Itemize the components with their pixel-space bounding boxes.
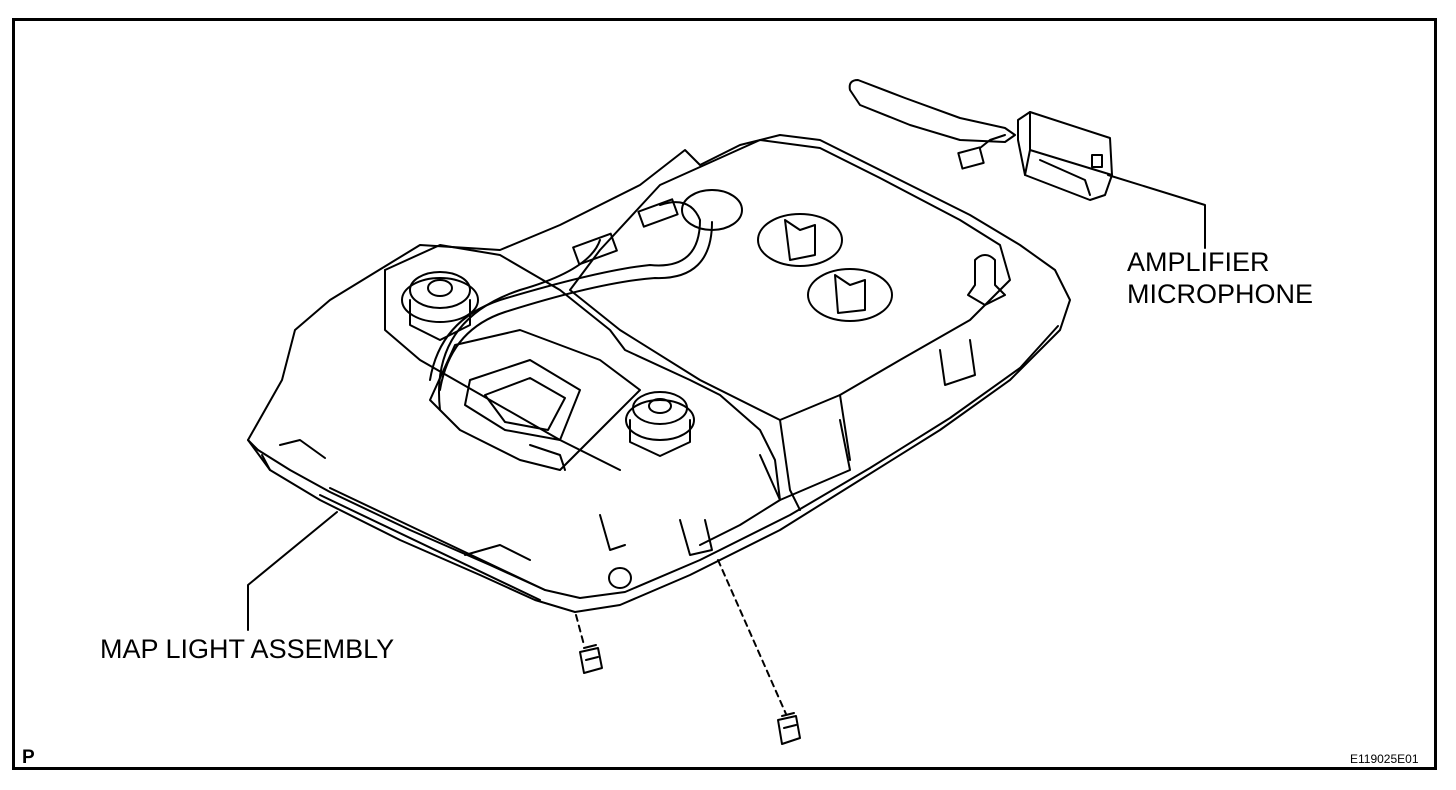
amplifier-microphone-drawing bbox=[848, 79, 1113, 201]
label-map-light-assembly: MAP LIGHT ASSEMBLY bbox=[100, 634, 395, 664]
label-amplifier-line2: MICROPHONE bbox=[1127, 279, 1314, 309]
map-light-assembly-housing bbox=[247, 134, 1071, 613]
figure-code: E119025E01 bbox=[1350, 752, 1419, 766]
label-amplifier-line1: AMPLIFIER bbox=[1127, 247, 1270, 277]
label-amplifier: AMPLIFIER MICROPHONE bbox=[1127, 246, 1313, 310]
screw-right bbox=[777, 712, 801, 745]
leader-line-map-light bbox=[247, 511, 338, 631]
screw-path-left bbox=[575, 614, 585, 646]
corner-letter: P bbox=[22, 747, 35, 768]
screw-left bbox=[579, 644, 603, 674]
leader-line-amplifier bbox=[1107, 174, 1206, 249]
screw-path-right bbox=[717, 559, 787, 715]
